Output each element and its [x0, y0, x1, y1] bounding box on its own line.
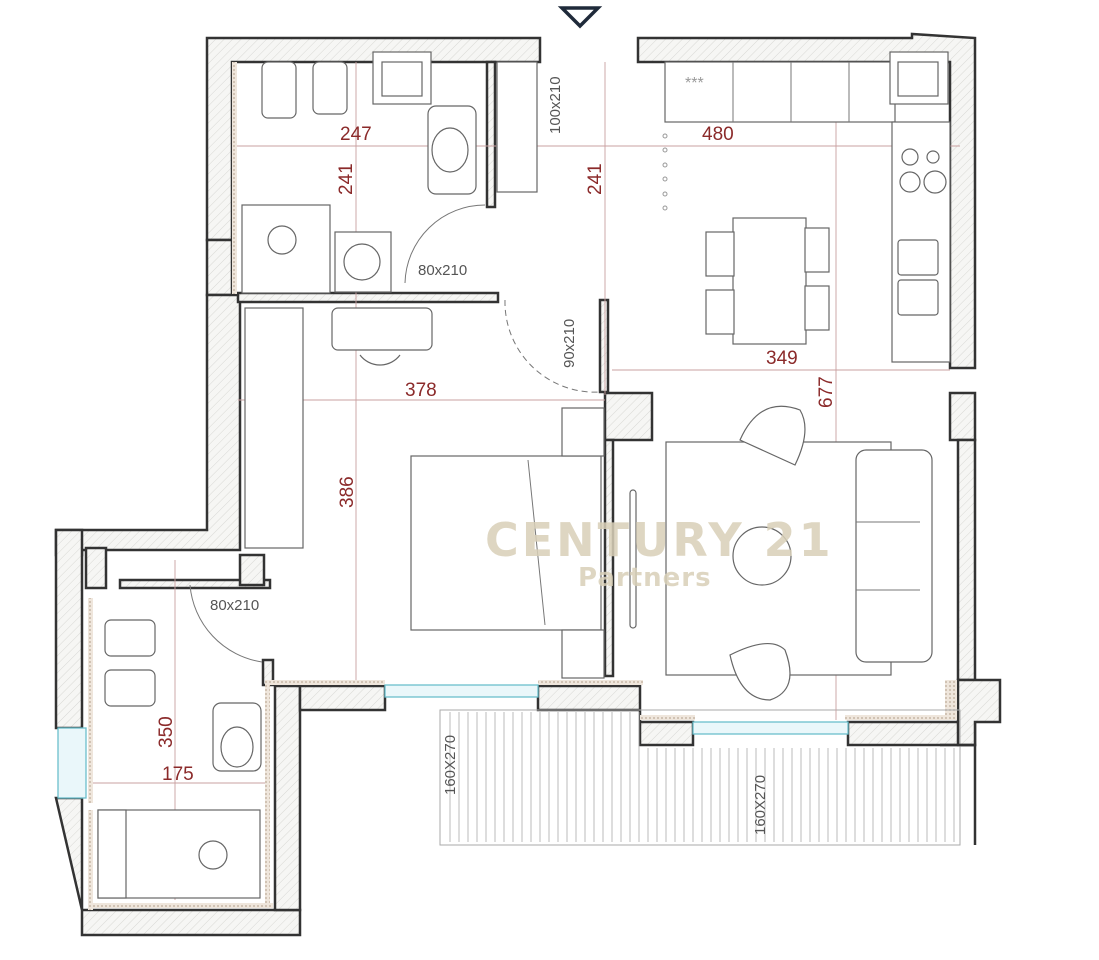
dim-living-height: 677 — [816, 376, 837, 408]
walls — [54, 32, 1002, 937]
dim-bath2-width: 175 — [162, 764, 194, 785]
door-labels: 100x210 80x210 90x210 80x210 160X270 160… — [210, 76, 769, 835]
bathroom-1-fixtures — [241, 51, 538, 294]
terrace — [439, 709, 977, 846]
watermark-line2: Partners — [578, 563, 712, 593]
door-entry-label: 100x210 — [547, 76, 564, 134]
watermark: CENTURY 21 Partners — [485, 513, 834, 593]
bedroom-furniture — [244, 299, 605, 679]
bathroom-2-fixtures — [97, 584, 263, 899]
dim-living-width: 349 — [766, 348, 798, 369]
dim-bath2-height: 350 — [156, 716, 177, 748]
door-bath2-label: 80x210 — [210, 597, 259, 614]
watermark-line1: CENTURY 21 — [485, 513, 834, 567]
door-bedroom-label: 90x210 — [561, 319, 578, 368]
living-furniture — [629, 405, 933, 701]
dim-bedroom-height: 386 — [337, 476, 358, 508]
door-bath1-label: 80x210 — [418, 262, 467, 279]
door-terrace-left-label: 160X270 — [442, 735, 459, 795]
dim-kitchen-height: 241 — [585, 163, 606, 195]
windows — [57, 684, 849, 799]
dim-bedroom-width: 378 — [405, 380, 437, 401]
kitchen-fixtures: *** — [662, 51, 951, 363]
dim-bath1-width: 247 — [340, 124, 372, 145]
door-terrace-right-label: 160X270 — [752, 775, 769, 835]
entrance-triangle-icon — [557, 6, 603, 29]
dim-kitchen-width: 480 — [702, 124, 734, 145]
cooktop-marks: *** — [685, 75, 704, 92]
dimension-labels: 247 241 480 241 349 677 378 386 175 350 — [156, 124, 837, 785]
dim-bath1-height: 241 — [336, 163, 357, 195]
